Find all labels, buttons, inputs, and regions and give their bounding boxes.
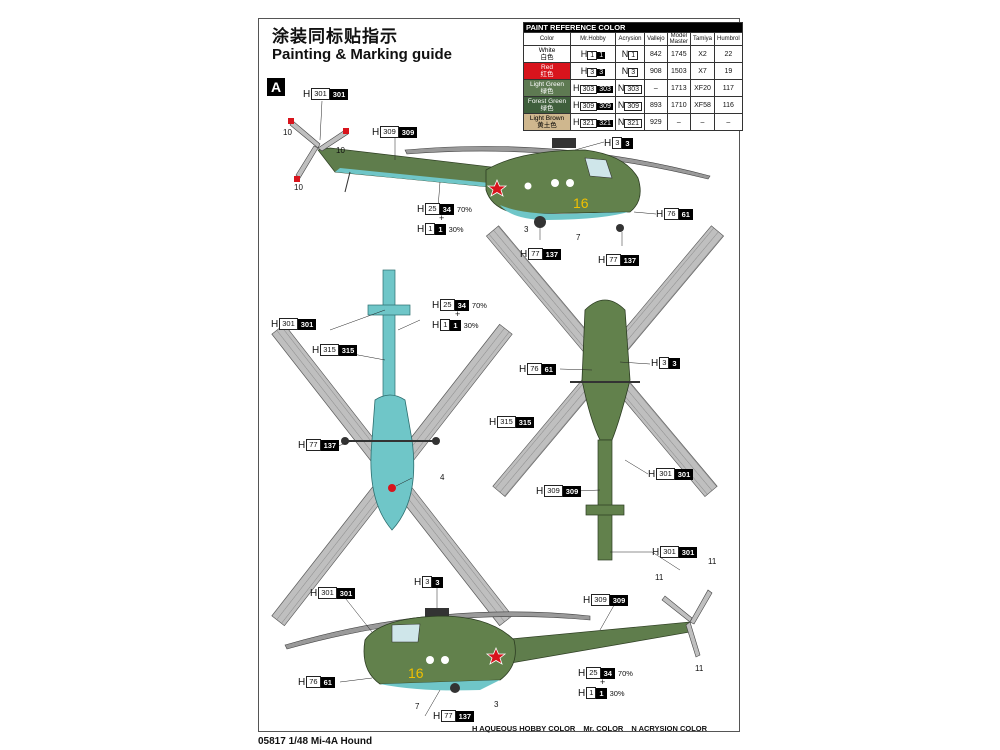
humbrol-code: 117: [714, 79, 743, 97]
top-view: [485, 225, 725, 561]
decal-num: 10: [294, 183, 303, 192]
section-badge: A: [267, 78, 285, 96]
modelmaster-code: 1710: [666, 96, 691, 114]
side-view-left: [288, 118, 711, 232]
tamiya-code: XF20: [689, 79, 716, 97]
th-color: Color: [523, 32, 571, 46]
th-tamiya: Tamiya: [689, 32, 716, 46]
modelmaster-code: 1745: [666, 45, 691, 63]
modelmaster-code: 1713: [666, 79, 691, 97]
color-legend: H AQUEOUS HOBBY COLOR Mr. COLOR N ACRYSI…: [472, 724, 707, 733]
tamiya-code: X2: [689, 45, 716, 63]
decal-num: 11: [655, 573, 664, 582]
decal-num: 7: [576, 233, 581, 242]
leader-lines: [319, 100, 681, 717]
humbrol-code: 19: [714, 62, 743, 80]
decal-num: 3: [494, 700, 499, 709]
decal-num: 10: [283, 128, 292, 137]
vallejo-code: –: [644, 79, 668, 97]
paint-reference-table: PAINT REFERENCE COLOR Color Mr.Hobby Acr…: [523, 22, 743, 131]
tamiya-code: –: [689, 113, 716, 131]
side-number: 16: [573, 195, 589, 211]
tamiya-code: X7: [689, 62, 716, 80]
title-chinese: 涂装同标贴指示: [272, 27, 398, 47]
decal-num: 10: [336, 146, 345, 155]
side-number-2: 16: [408, 665, 424, 681]
decal-num: 3: [524, 225, 529, 234]
vallejo-code: 929: [644, 113, 668, 131]
decal-num: 7: [415, 702, 420, 711]
humbrol-code: 22: [714, 45, 743, 63]
th-modelmaster: Model Master: [666, 32, 691, 46]
legend-mrcolor: Mr. COLOR: [583, 724, 624, 733]
side-view-right: [284, 589, 713, 693]
decal-num: 11: [708, 557, 717, 566]
vallejo-code: 842: [644, 45, 668, 63]
legend-acrysion: N ACRYSION COLOR: [631, 724, 708, 733]
humbrol-code: –: [714, 113, 743, 131]
footer-product-code: 05817 1/48 Mi-4A Hound: [258, 736, 373, 747]
title-english: Painting & Marking guide: [272, 46, 453, 63]
decal-num: 4: [440, 473, 445, 482]
underside-view: [271, 269, 513, 627]
legend-hobby: H AQUEOUS HOBBY COLOR: [472, 724, 576, 733]
decal-num: 11: [695, 664, 704, 673]
vallejo-code: 893: [644, 96, 668, 114]
th-mrhobby: Mr.Hobby: [570, 32, 616, 46]
modelmaster-code: –: [666, 113, 691, 131]
